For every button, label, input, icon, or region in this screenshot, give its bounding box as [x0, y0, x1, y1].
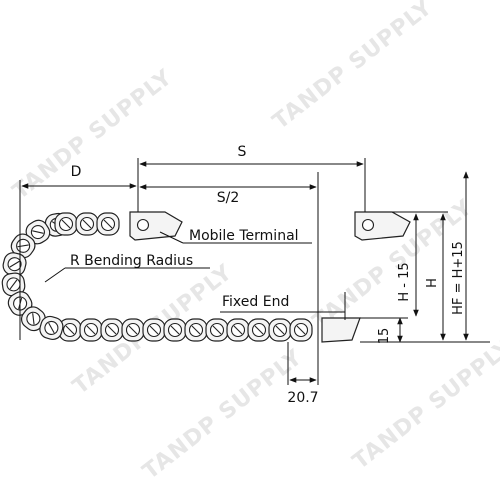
terminal-bracket-detached — [354, 211, 411, 241]
fixed-end-bracket — [321, 317, 361, 343]
mobile-terminal-bracket — [129, 211, 183, 241]
dimension-s: S — [137, 144, 366, 212]
watermark-text: TANDP SUPPLY — [268, 0, 437, 135]
chain-link — [142, 318, 166, 342]
chain-link — [226, 318, 250, 342]
callouts: Mobile Terminal R Bending Radius Fixed E… — [44, 228, 346, 320]
dimension-s-label: S — [238, 144, 247, 160]
dimension-hf: HF = H+15 — [451, 171, 469, 341]
dimension-h: H — [410, 211, 448, 341]
chain-link — [268, 318, 292, 342]
chain-link — [75, 212, 99, 236]
dimension-20-7: 20.7 — [287, 342, 319, 406]
dimension-h-label: H — [425, 278, 440, 288]
chain-link — [1, 272, 26, 297]
chain-link — [121, 318, 145, 342]
dimension-20-7-label: 20.7 — [287, 390, 318, 406]
chain-link — [39, 315, 64, 341]
dimension-s-half: S/2 — [139, 172, 319, 385]
watermark-text: TANDP SUPPLY — [138, 345, 307, 485]
chain-link — [79, 318, 103, 342]
chain-link — [247, 318, 271, 342]
watermark-text: TANDP SUPPLY — [348, 335, 500, 475]
chain-lower-run — [58, 318, 313, 342]
mobile-terminal-label: Mobile Terminal — [189, 228, 299, 244]
chain-link — [163, 318, 187, 342]
chain-link — [205, 318, 229, 342]
chain-link — [54, 212, 78, 236]
chain-link — [184, 318, 208, 342]
dimension-d-label: D — [71, 164, 82, 180]
dimension-h-minus-15: H - 15 — [392, 211, 419, 317]
dimension-h-minus-15-label: H - 15 — [397, 262, 412, 301]
bending-radius-label: R Bending Radius — [70, 253, 193, 269]
chain-link — [289, 318, 313, 342]
dimension-s-half-label: S/2 — [217, 190, 240, 206]
chain-link — [96, 212, 120, 236]
fixed-end-label: Fixed End — [222, 294, 289, 310]
dimension-15: 15 — [360, 317, 490, 345]
chain-upper-run — [54, 212, 120, 236]
dimension-15-label: 15 — [377, 328, 392, 345]
chain-link — [100, 318, 124, 342]
dimension-hf-label: HF = H+15 — [451, 241, 466, 315]
watermark-text: TANDP SUPPLY — [8, 65, 177, 205]
